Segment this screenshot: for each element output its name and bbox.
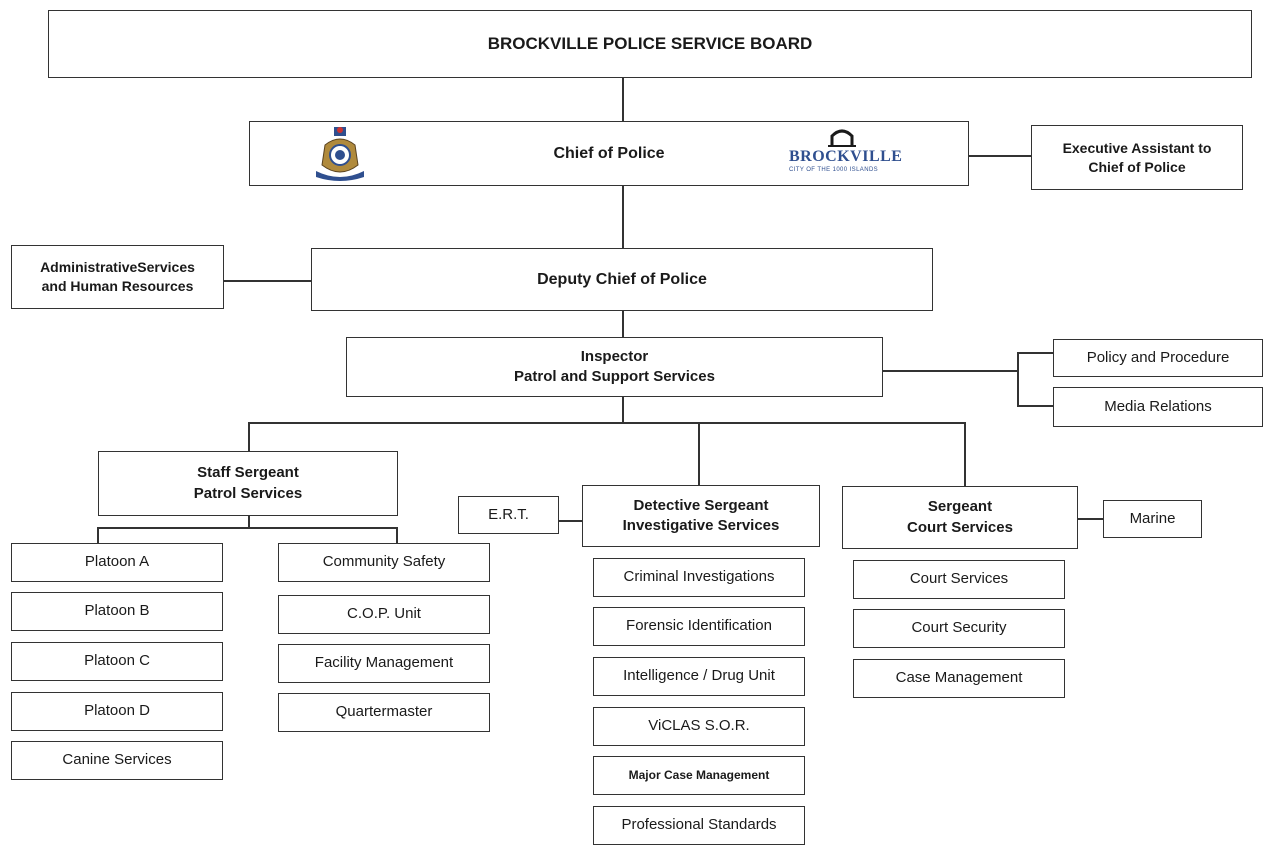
professional-standards-box: Professional Standards — [593, 806, 805, 845]
media-relations-label: Media Relations — [1104, 397, 1212, 415]
canine-services-label: Canine Services — [62, 751, 172, 769]
canine-services-box: Canine Services — [11, 741, 223, 780]
brockville-wordmark: BROCKVILLE — [789, 148, 903, 165]
facility-management-label: Facility Management — [314, 654, 454, 672]
detective-sergeant-line-2: Investigative Services — [622, 517, 780, 534]
staff-sergeant-line-2: Patrol Services — [193, 484, 303, 502]
major-case-management-label: Major Case Management — [628, 768, 770, 783]
connector-to-policy — [1017, 352, 1053, 354]
connector-to-community-safety — [396, 527, 398, 544]
connector-inspector-branch — [248, 422, 965, 424]
cop-unit-box: C.O.P. Unit — [278, 595, 490, 634]
quartermaster-box: Quartermaster — [278, 693, 490, 732]
connector-chief-exec — [968, 155, 1031, 157]
viclas-sor-box: ViCLAS S.O.R. — [593, 707, 805, 746]
connector-to-platoon-a — [97, 527, 99, 544]
case-management-box: Case Management — [853, 659, 1065, 698]
platoon-c-box: Platoon C — [11, 642, 223, 681]
viclas-sor-label: ViCLAS S.O.R. — [648, 717, 750, 735]
inspector-box: Inspector Patrol and Support Services — [346, 337, 883, 397]
criminal-investigations-label: Criminal Investigations — [623, 568, 775, 586]
exec-assistant-line-1: Executive Assistant to — [1062, 139, 1212, 156]
admin-services-box: AdministrativeServices and Human Resourc… — [11, 245, 224, 309]
sergeant-court-box: Sergeant Court Services — [842, 486, 1078, 549]
connector-board-chief — [622, 77, 624, 122]
criminal-investigations-box: Criminal Investigations — [593, 558, 805, 597]
media-relations-box: Media Relations — [1053, 387, 1263, 427]
connector-to-sergeant-court — [964, 422, 966, 486]
court-services-label: Court Services — [909, 570, 1009, 588]
forensic-identification-box: Forensic Identification — [593, 607, 805, 646]
connector-inspector-drop — [622, 396, 624, 423]
sergeant-court-line-1: Sergeant — [927, 498, 993, 516]
cop-unit-label: C.O.P. Unit — [347, 605, 421, 623]
forensic-identification-label: Forensic Identification — [626, 617, 772, 635]
facility-management-box: Facility Management — [278, 644, 490, 683]
platoon-d-label: Platoon D — [84, 702, 150, 720]
connector-policy-media-bracket — [1017, 352, 1019, 406]
connector-to-staff-sergeant — [248, 422, 250, 452]
staff-sergeant-line-1: Staff Sergeant — [197, 464, 299, 482]
ert-box: E.R.T. — [458, 496, 559, 534]
connector-inspector-right — [882, 370, 1018, 372]
connector-staff-sergeant-down — [248, 515, 250, 528]
case-management-label: Case Management — [895, 669, 1023, 687]
platoon-a-box: Platoon A — [11, 543, 223, 582]
professional-standards-label: Professional Standards — [621, 816, 777, 834]
connector-patrol-split — [97, 527, 397, 529]
admin-services-line-1: AdministrativeServices — [40, 259, 195, 276]
court-security-label: Court Security — [911, 619, 1007, 637]
platoon-c-label: Platoon C — [84, 652, 150, 670]
inspector-line-2: Patrol and Support Services — [514, 368, 715, 385]
connector-court-marine — [1077, 518, 1103, 520]
police-crest-icon — [316, 127, 364, 181]
board-title: BROCKVILLE POLICE SERVICE BOARD — [487, 33, 813, 53]
connector-chief-deputy — [622, 185, 624, 248]
marine-box: Marine — [1103, 500, 1202, 538]
intelligence-drug-unit-box: Intelligence / Drug Unit — [593, 657, 805, 696]
brockville-tagline: CITY OF THE 1000 ISLANDS — [789, 167, 879, 173]
platoon-a-label: Platoon A — [84, 553, 150, 571]
major-case-management-box: Major Case Management — [593, 756, 805, 795]
detective-sergeant-line-1: Detective Sergeant — [633, 496, 769, 514]
platoon-b-box: Platoon B — [11, 592, 223, 631]
staff-sergeant-box: Staff Sergeant Patrol Services — [98, 451, 398, 516]
policy-procedure-box: Policy and Procedure — [1053, 339, 1263, 377]
inspector-line-1: Inspector — [580, 347, 649, 365]
deputy-chief-title: Deputy Chief of Police — [537, 270, 707, 288]
court-services-box: Court Services — [853, 560, 1065, 599]
connector-deputy-inspector — [622, 311, 624, 338]
exec-assistant-box: Executive Assistant to Chief of Police — [1031, 125, 1243, 190]
ert-label: E.R.T. — [488, 505, 529, 523]
detective-sergeant-box: Detective Sergeant Investigative Service… — [582, 485, 820, 547]
connector-to-media — [1017, 405, 1053, 407]
platoon-b-label: Platoon B — [84, 602, 150, 620]
brockville-logo-icon — [828, 129, 856, 147]
intelligence-drug-unit-label: Intelligence / Drug Unit — [623, 667, 775, 685]
community-safety-box: Community Safety — [278, 543, 490, 582]
community-safety-label: Community Safety — [322, 553, 446, 571]
court-security-box: Court Security — [853, 609, 1065, 648]
connector-ert-det — [558, 520, 583, 522]
policy-procedure-label: Policy and Procedure — [1086, 348, 1230, 366]
exec-assistant-line-2: Chief of Police — [1088, 158, 1186, 175]
chief-title: Chief of Police — [553, 144, 665, 162]
marine-label: Marine — [1129, 509, 1176, 527]
sergeant-court-line-2: Court Services — [907, 518, 1013, 536]
quartermaster-label: Quartermaster — [335, 703, 433, 721]
admin-services-line-2: and Human Resources — [41, 278, 194, 294]
connector-to-det-sergeant — [698, 422, 700, 486]
deputy-chief-box: Deputy Chief of Police — [311, 248, 933, 311]
platoon-d-box: Platoon D — [11, 692, 223, 731]
connector-admin-deputy — [223, 280, 312, 282]
board-box: BROCKVILLE POLICE SERVICE BOARD — [48, 10, 1252, 78]
